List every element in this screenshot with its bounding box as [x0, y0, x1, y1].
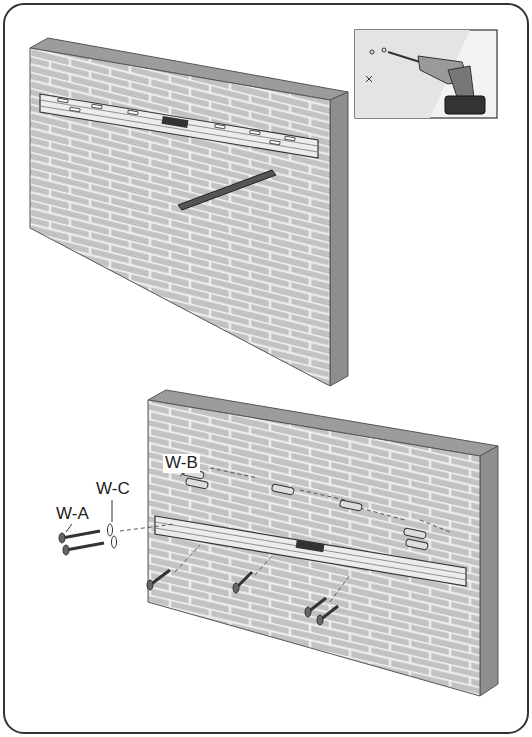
wall-bracket: [40, 94, 318, 158]
level-tool: [178, 170, 276, 210]
frame: [4, 4, 528, 733]
top-wall: [30, 38, 348, 386]
bottom-wall: [148, 390, 498, 696]
part-label: W-C: [94, 480, 132, 499]
fasteners: [59, 468, 450, 625]
drill-inset: [355, 30, 497, 118]
part-label: W-B: [163, 454, 200, 473]
part-label: W-A: [54, 505, 91, 524]
wall-bracket: [155, 516, 466, 586]
